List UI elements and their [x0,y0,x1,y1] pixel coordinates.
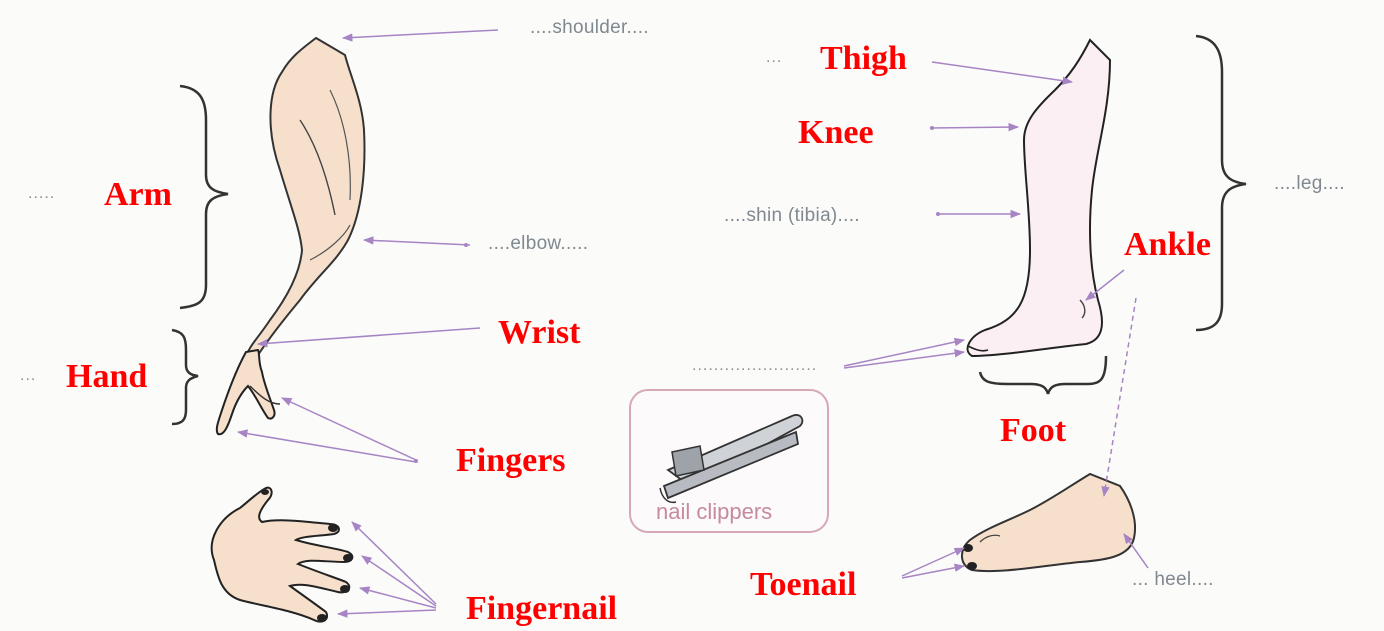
thigh-answer: Thigh [820,42,907,76]
knee-answer: Knee [798,116,874,150]
spread-hand-drawing [212,488,353,622]
hand-blank: ... [20,368,36,384]
arrow-shoulder [343,30,498,38]
hand-answer: Hand [66,360,147,394]
arrow-thigh [932,62,1072,82]
thigh-blank: ... [766,50,782,66]
shoulder-label: ....shoulder.... [530,18,649,37]
arm-blank: ..... [28,186,55,202]
shin-label: ....shin (tibia).... [724,206,860,225]
arrow-heel [1124,534,1148,568]
wrist-answer: Wrist [498,316,580,350]
arm-shape [245,38,364,358]
arrow-ankle-foot [1104,298,1136,496]
nail-clippers-caption: nail clippers [656,501,772,523]
arrow-nail-4 [338,610,436,614]
leg-bracket [1196,36,1246,330]
arrow-knee [930,127,1018,128]
hand-shape [217,350,275,434]
fingers-answer: Fingers [456,444,566,478]
foot-bracket [980,356,1106,394]
hand-bracket [172,330,198,424]
fingernail-answer: Fingernail [466,592,617,626]
ankle-answer: Ankle [1124,228,1211,262]
arrow-nail-1 [352,522,436,604]
arm-bracket [180,86,228,308]
leg-drawing [968,40,1110,356]
heel-label: ... heel.... [1132,570,1214,589]
arm-drawing [217,38,365,434]
leg-shape [968,40,1110,356]
arrow-toes-2 [844,352,964,368]
elbow-label: ....elbow..... [488,234,588,253]
leg-label: ....leg.... [1274,174,1345,193]
toes-blank: ....................... [692,358,817,374]
arrow-wrist [258,328,480,344]
arrow-toes-1 [844,340,964,366]
arrow-elbow [364,240,470,245]
toenail-answer: Toenail [750,568,856,602]
foot-drawing [962,474,1135,571]
foot-answer: Foot [1000,414,1066,448]
arm-answer: Arm [104,178,172,212]
